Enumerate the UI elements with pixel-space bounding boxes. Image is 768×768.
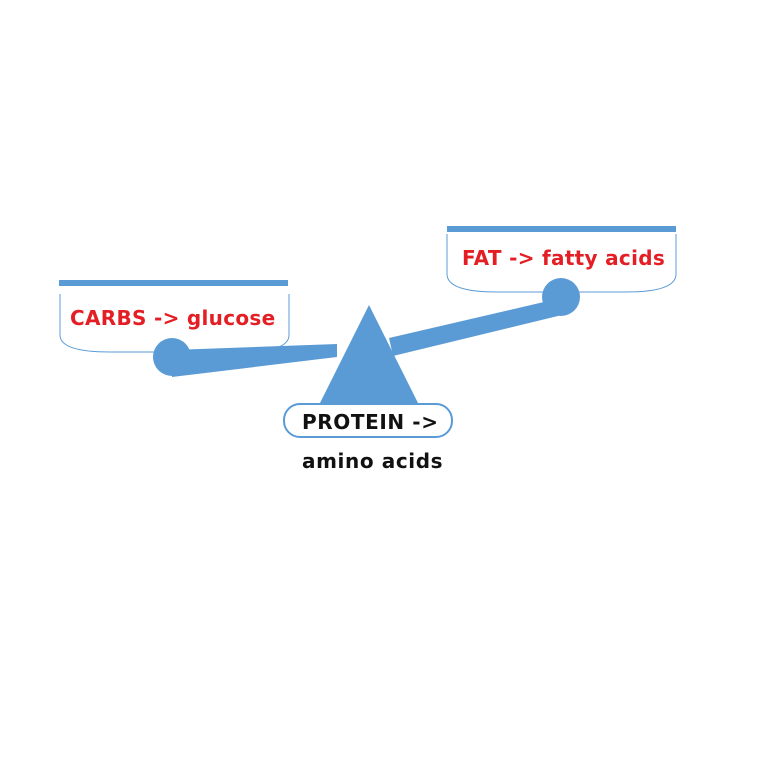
right-pan-bar	[447, 226, 676, 232]
left-pan-bar	[59, 280, 288, 286]
fulcrum-label-line2: amino acids	[302, 449, 444, 473]
base-pill	[283, 403, 453, 438]
left-knob	[153, 338, 191, 376]
fulcrum-label-line1: PROTEIN ->	[302, 410, 439, 434]
beam-left	[172, 344, 337, 377]
right-knob	[542, 278, 580, 316]
left-pan-label: CARBS -> glucose	[70, 306, 276, 330]
beam-right	[389, 298, 562, 356]
fulcrum-triangle	[320, 305, 418, 403]
right-pan-label: FAT -> fatty acids	[462, 246, 666, 270]
